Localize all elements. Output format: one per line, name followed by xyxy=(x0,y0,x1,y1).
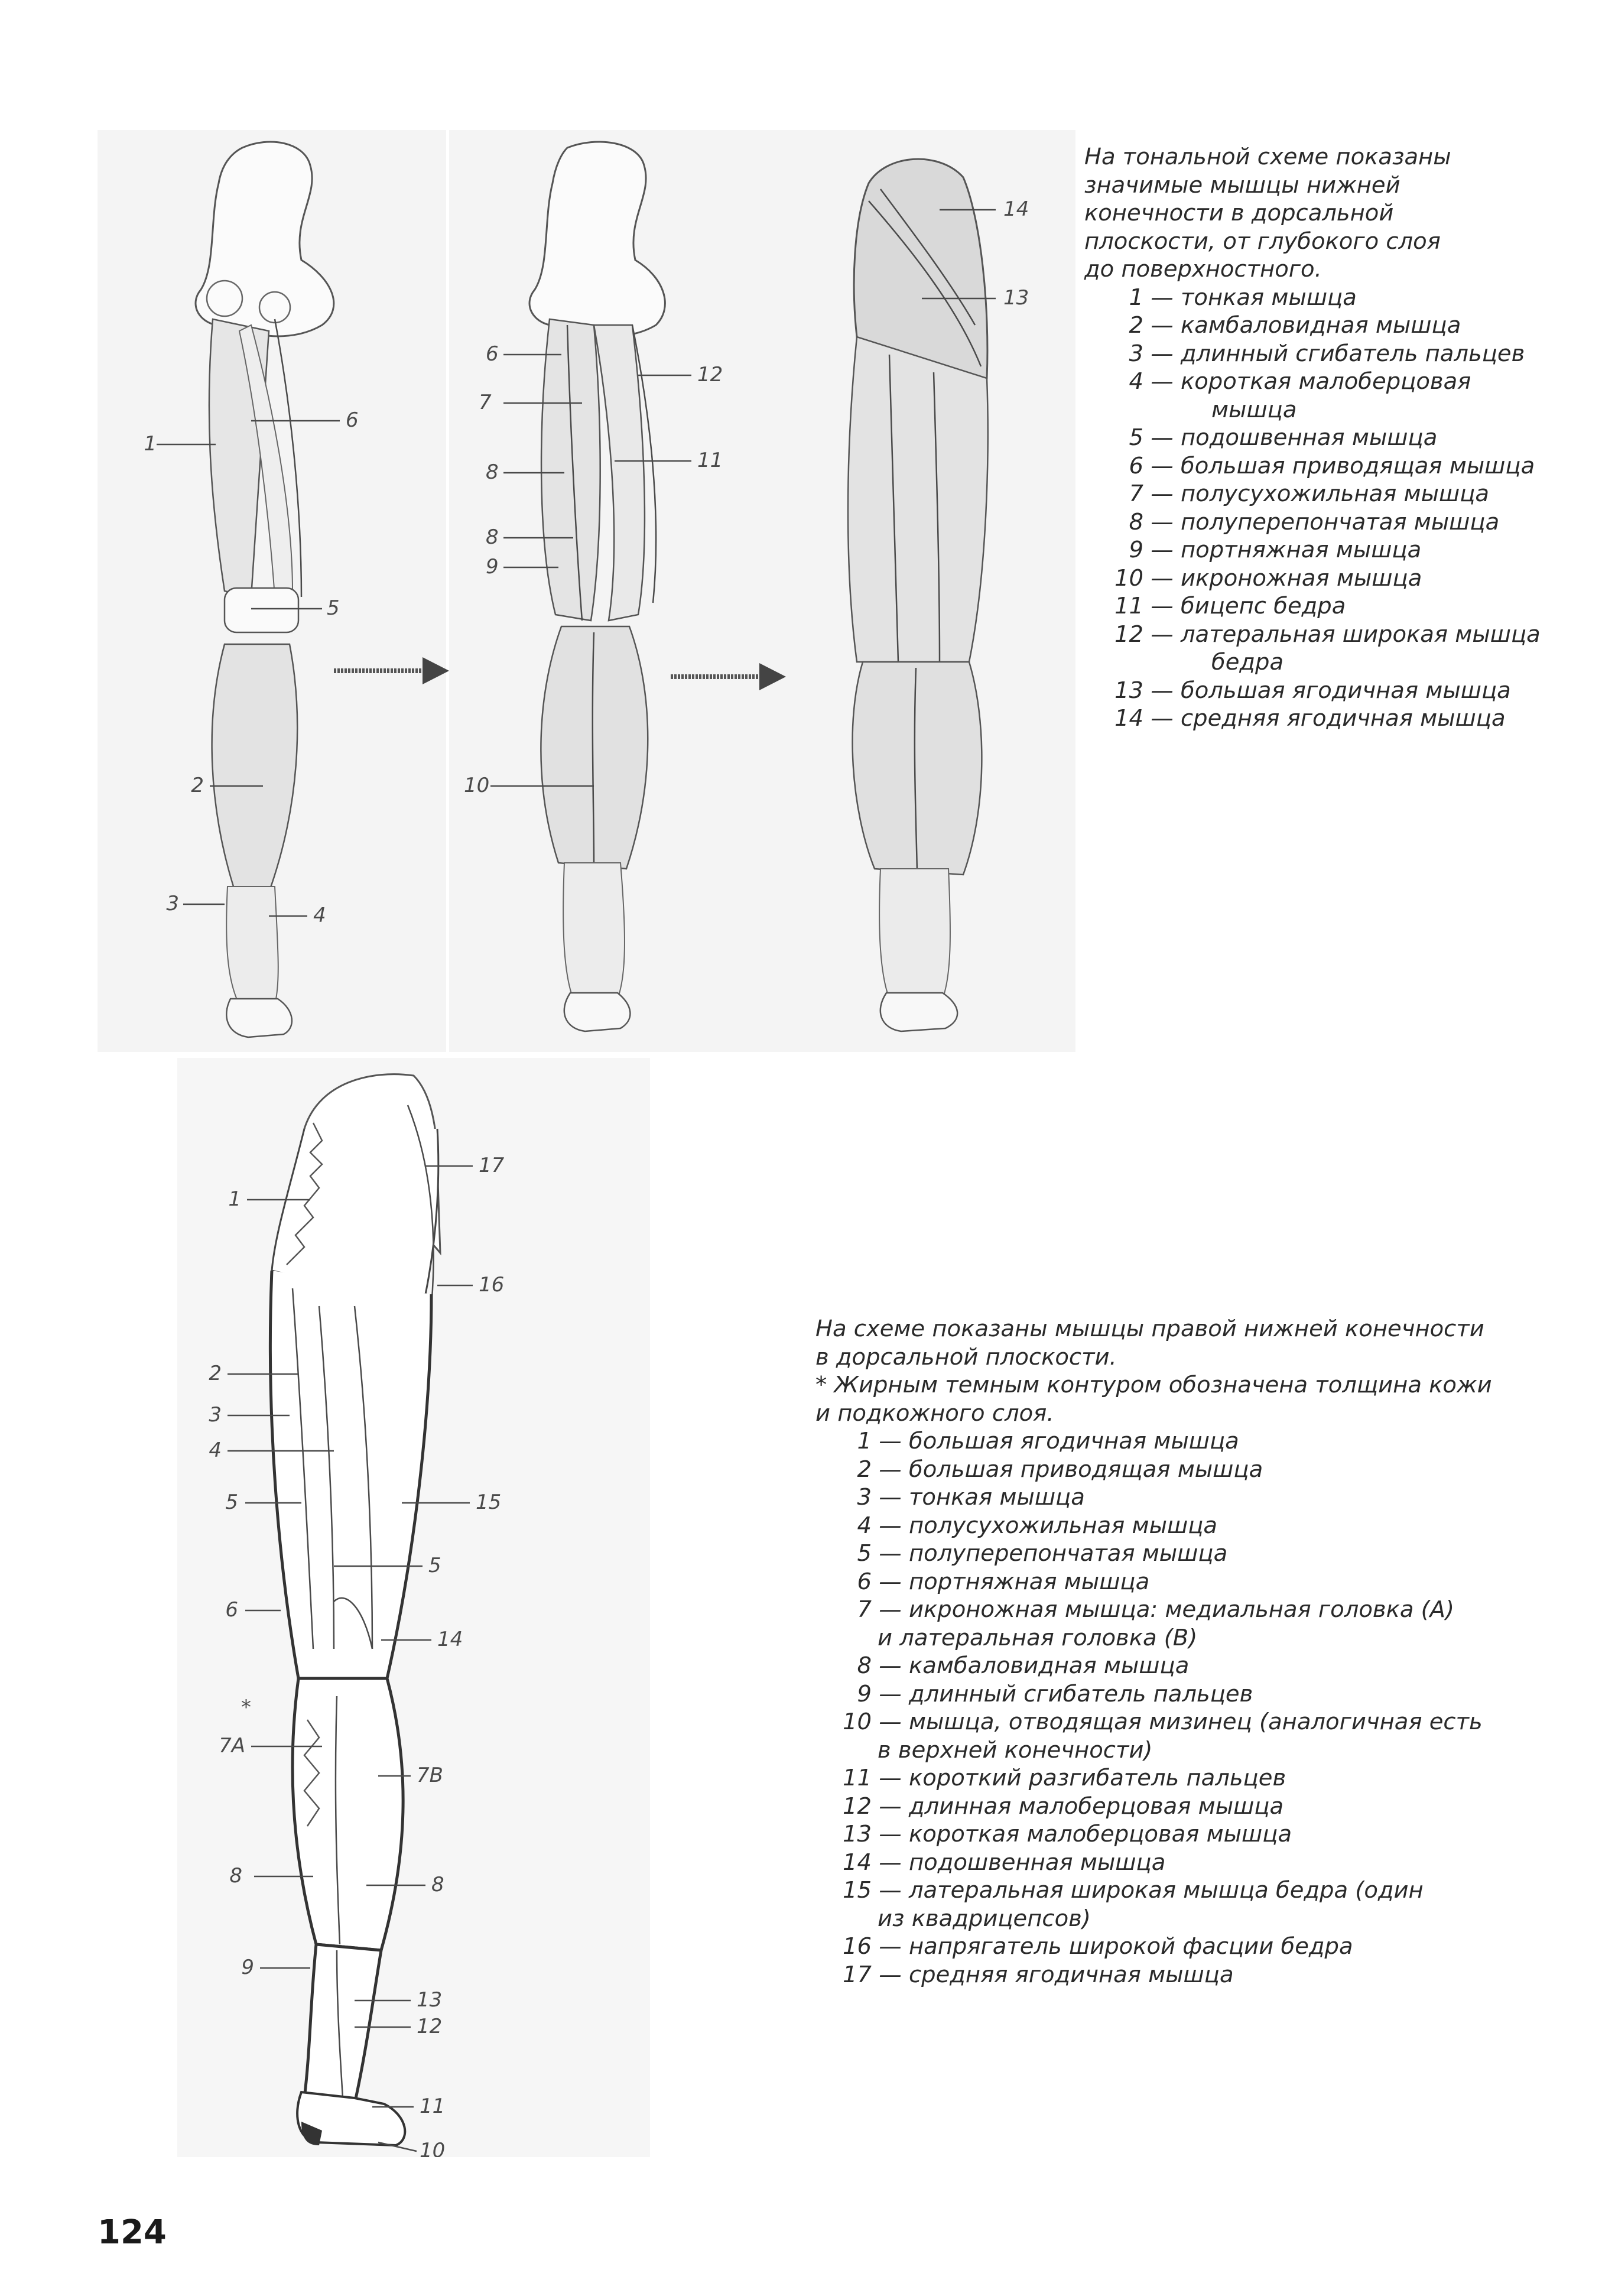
caption-intro-line: значимые мышцы нижней xyxy=(1084,171,1400,199)
label-8: 8 xyxy=(431,1873,444,1896)
arrow-right-icon xyxy=(671,663,786,690)
legend-item: 2 — камбаловидная мышца xyxy=(1129,312,1461,339)
figure-panel-superficial-layer: 14 13 xyxy=(792,130,1075,1052)
leg-drawing-middle: 6 7 8 8 9 10 12 11 xyxy=(464,141,723,1032)
label-3: 3 xyxy=(166,892,179,915)
legend-item: 6 — портняжная мышца xyxy=(857,1568,1150,1595)
caption-top: На тональной схеме показаны значимые мыш… xyxy=(1084,143,1541,733)
label-5: 5 xyxy=(327,596,340,620)
legend-item: 12 — длинная малоберцовая мышца xyxy=(843,1792,1284,1820)
label-2: 2 xyxy=(209,1362,222,1385)
label-15: 15 xyxy=(476,1490,501,1514)
legend-item: 10 — икроножная мышца xyxy=(1114,564,1422,592)
label-5: 5 xyxy=(428,1554,441,1577)
legend-item: 3 — длинный сгибатель пальцев xyxy=(1129,340,1525,367)
caption-bottom: На схеме показаны мышцы правой нижней ко… xyxy=(815,1315,1492,1989)
label-4: 4 xyxy=(313,904,326,927)
figure-leg-outline: 1 17 16 2 3 4 15 5 5 6 14 * 7А 7В 8 8 9 … xyxy=(177,1058,650,2157)
caption-intro-line: На тональной схеме показаны xyxy=(1084,144,1451,170)
legend-item: 7 — икроножная мышца: медиальная головка… xyxy=(857,1596,1455,1651)
label-9: 9 xyxy=(241,1956,254,1979)
figure-panel-deep-layer: 1 6 5 2 3 4 xyxy=(98,130,446,1052)
caption-intro-line: плоскости, от глубокого слоя xyxy=(1084,228,1441,255)
label-8: 8 xyxy=(486,525,499,549)
label-6: 6 xyxy=(346,408,359,432)
label-7a: 7А xyxy=(219,1734,245,1758)
legend-item: 5 — полуперепончатая мышца xyxy=(857,1540,1228,1567)
legend-item: 1 — тонкая мышца xyxy=(1129,284,1357,311)
label-14: 14 xyxy=(437,1628,463,1651)
page-number: 124 xyxy=(98,2213,167,2252)
legend-item: 9 — длинный сгибатель пальцев xyxy=(857,1680,1253,1707)
label-asterisk: * xyxy=(241,1696,251,1719)
legend-item: 1 — большая ягодичная мышца xyxy=(857,1428,1239,1454)
legend-item: 8 — камбаловидная мышца xyxy=(857,1652,1190,1679)
legend-item: 15 — латеральная широкая мышца бедра (од… xyxy=(843,1877,1424,1932)
label-13: 13 xyxy=(417,1988,442,2012)
caption-intro-line: * Жирным темным контуром обозначена толщ… xyxy=(815,1372,1492,1398)
label-10: 10 xyxy=(420,2139,445,2157)
label-6: 6 xyxy=(486,342,499,366)
label-11: 11 xyxy=(697,449,723,472)
caption-intro-line: до поверхностного. xyxy=(1084,256,1322,282)
label-5: 5 xyxy=(225,1490,238,1514)
label-12: 12 xyxy=(697,363,723,387)
label-8: 8 xyxy=(486,460,499,484)
label-7: 7 xyxy=(479,391,492,414)
label-17: 17 xyxy=(479,1154,505,1177)
label-11: 11 xyxy=(420,2094,445,2118)
label-10: 10 xyxy=(464,774,489,797)
legend-item: 9 — портняжная мышца xyxy=(1129,537,1422,563)
arrow-right-icon xyxy=(334,657,449,684)
legend-item: 13 — большая ягодичная мышца xyxy=(1114,677,1511,704)
legend-item: 11 — короткий разгибатель пальцев xyxy=(843,1765,1286,1791)
label-3: 3 xyxy=(209,1403,222,1427)
legend-item: 8 — полуперепончатая мышца xyxy=(1129,508,1500,535)
legend-item: 17 — средняя ягодичная мышца xyxy=(843,1961,1234,1988)
legend-item: 14 — средняя ягодичная мышца xyxy=(1114,705,1506,732)
caption-intro-line: и подкожного слоя. xyxy=(815,1399,1054,1427)
legend-list: 1 — большая ягодичная мышца 2 — большая … xyxy=(815,1427,1492,1989)
label-4: 4 xyxy=(209,1438,222,1462)
label-9: 9 xyxy=(486,555,499,579)
leg-drawing-outline: 1 17 16 2 3 4 15 5 5 6 14 * 7А 7В 8 8 9 … xyxy=(209,1073,505,2157)
legend-item: 13 — короткая малоберцовая мышца xyxy=(843,1821,1292,1847)
legend-item: 7 — полусухожильная мышца xyxy=(1129,480,1490,507)
legend-list: 1 — тонкая мышца 2 — камбаловидная мышца… xyxy=(1084,284,1541,733)
label-2: 2 xyxy=(191,774,204,797)
label-16: 16 xyxy=(479,1273,504,1297)
caption-intro-line: в дорсальной плоскости. xyxy=(815,1343,1117,1371)
label-6: 6 xyxy=(225,1598,238,1622)
label-13: 13 xyxy=(1003,286,1029,310)
leg-drawing-superficial: 14 13 xyxy=(847,158,1029,1032)
caption-intro-line: конечности в дорсальной xyxy=(1084,200,1394,226)
label-7b: 7В xyxy=(417,1764,443,1787)
legend-item: 4 — полусухожильная мышца xyxy=(857,1512,1218,1539)
figure-panel-middle-layer: 6 7 8 8 9 10 12 11 xyxy=(449,130,792,1052)
legend-item: 6 — большая приводящая мышца xyxy=(1129,452,1535,479)
legend-item: 5 — подошвенная мышца xyxy=(1129,424,1438,451)
leg-drawing-deep: 1 6 5 2 3 4 xyxy=(144,141,359,1038)
caption-intro-line: На схеме показаны мышцы правой нижней ко… xyxy=(815,1316,1484,1342)
legend-item: 16 — напрягатель широкой фасции бедра xyxy=(843,1933,1353,1960)
label-14: 14 xyxy=(1003,197,1029,221)
label-8: 8 xyxy=(229,1864,242,1888)
legend-item: 11 — бицепс бедра xyxy=(1114,593,1346,619)
label-12: 12 xyxy=(417,2015,442,2038)
legend-item: 14 — подошвенная мышца xyxy=(843,1849,1166,1876)
legend-item: 10 — мышца, отводящая мизинец (аналогичн… xyxy=(843,1709,1483,1764)
label-1: 1 xyxy=(228,1187,241,1211)
legend-item: 3 — тонкая мышца xyxy=(857,1484,1085,1511)
label-1: 1 xyxy=(144,432,157,456)
legend-item: 2 — большая приводящая мышца xyxy=(857,1456,1263,1483)
